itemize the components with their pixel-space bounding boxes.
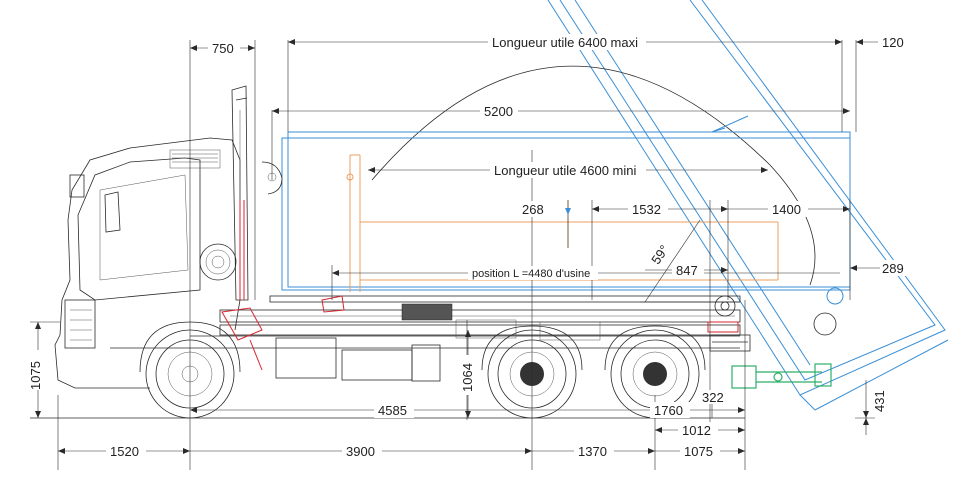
dimension-labels: 750 120 Longueur utile 6400 maxi 5200 Lo…	[26, 34, 910, 459]
dim-1075-height: 1075	[28, 361, 43, 390]
dim-750: 750	[212, 41, 234, 56]
dim-1012: 1012	[682, 423, 711, 438]
dim-1532: 1532	[632, 202, 661, 217]
dim-1075-bottom: 1075	[684, 444, 713, 459]
dim-longueur-max: Longueur utile 6400 maxi	[492, 35, 638, 50]
dim-3900: 3900	[346, 444, 375, 459]
dim-angle: 59°	[648, 242, 672, 267]
rotation-arc	[371, 65, 816, 286]
dimension-arrows	[35, 39, 869, 454]
dim-268: 268	[522, 202, 544, 217]
container-body	[281, 115, 851, 291]
dim-1520: 1520	[110, 444, 139, 459]
dim-1760: 1760	[654, 403, 683, 418]
dim-1064: 1064	[460, 363, 475, 392]
dim-4585: 4585	[378, 403, 407, 418]
tipped-body-outline	[547, 0, 949, 411]
dim-120: 120	[882, 35, 904, 50]
dim-1370: 1370	[578, 444, 607, 459]
hydraulic-components	[221, 200, 739, 371]
dim-5200: 5200	[484, 104, 513, 119]
chassis-frame	[110, 295, 741, 349]
dim-longueur-min: Longueur utile 4600 mini	[494, 163, 636, 178]
rear-pivot	[709, 287, 844, 352]
dim-431: 431	[872, 390, 887, 412]
dim-position: position L =4480 d'usine	[472, 268, 590, 280]
dim-1400: 1400	[772, 202, 801, 217]
dim-268-arrow	[565, 208, 571, 215]
chassis-components	[199, 243, 601, 382]
subframe	[346, 154, 779, 292]
dim-322: 322	[702, 390, 724, 405]
dim-847: 847	[676, 263, 698, 278]
dim-289: 289	[882, 261, 904, 276]
dimension-lines	[30, 40, 900, 470]
rear-underrun-green	[731, 363, 832, 389]
